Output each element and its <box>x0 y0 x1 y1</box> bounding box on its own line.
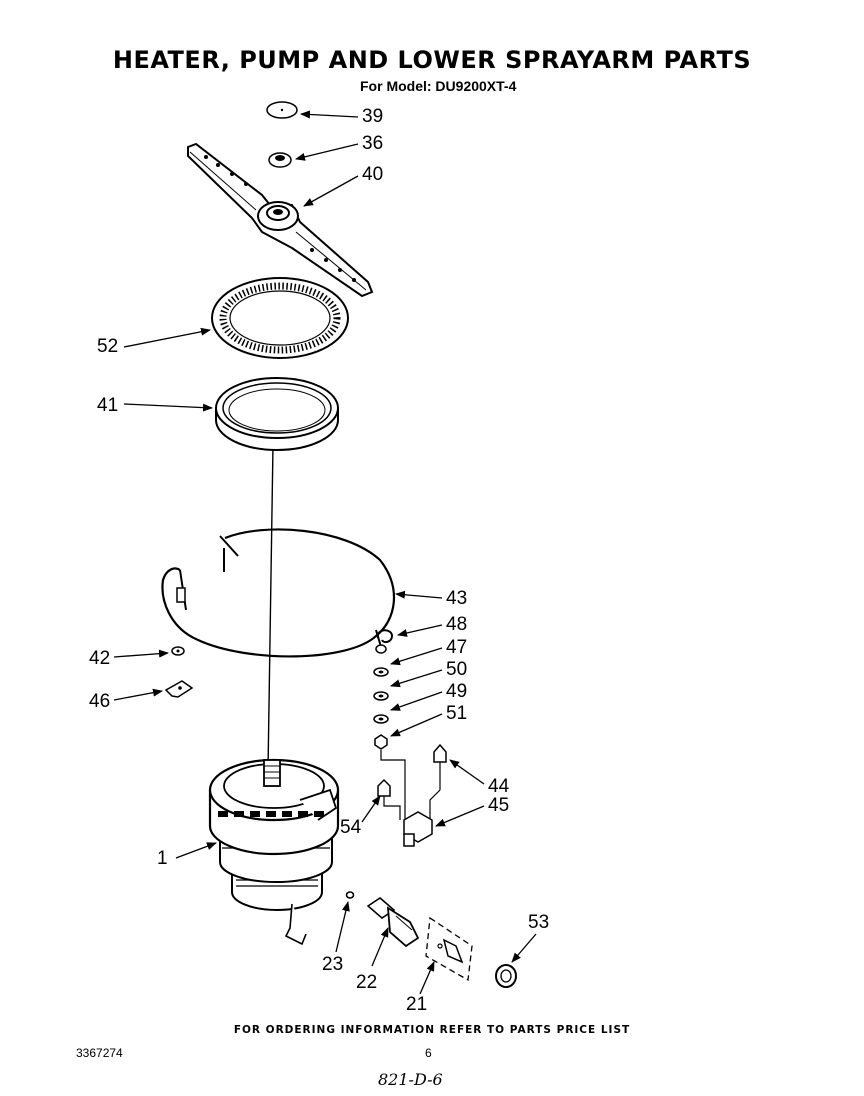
callout-39: 39 <box>362 106 384 127</box>
leader-line-51 <box>390 713 443 737</box>
leader-line-22 <box>371 927 389 967</box>
part-42-washer <box>171 646 185 656</box>
leader-line-1 <box>175 842 217 859</box>
callout-50: 50 <box>446 659 468 680</box>
part-44-fastener <box>429 743 447 822</box>
hardware-stack <box>373 629 406 820</box>
callout-36: 36 <box>362 133 384 154</box>
part-41-seal-ring <box>215 377 339 451</box>
part-53-clamp <box>495 964 517 988</box>
leader-line-23 <box>335 901 350 953</box>
assembly-center-line <box>267 444 274 771</box>
callout-41: 41 <box>97 395 119 416</box>
leader-line-52 <box>123 327 211 348</box>
part-21-bracket-kit <box>425 916 473 982</box>
leader-line-50 <box>390 669 443 688</box>
callout-53: 53 <box>528 912 550 933</box>
leader-line-36 <box>295 143 359 161</box>
callout-52: 52 <box>97 336 119 357</box>
callout-48: 48 <box>446 614 468 635</box>
leader-line-53 <box>511 933 537 963</box>
part-46-bracket <box>164 680 194 698</box>
part-22-sensor <box>366 896 420 948</box>
handwritten-code: 821-D-6 <box>378 1070 443 1089</box>
ordering-info-note: FOR ORDERING INFORMATION REFER TO PARTS … <box>233 1024 631 1036</box>
leader-line-21 <box>419 961 435 995</box>
model-subtitle: For Model: DU9200XT-4 <box>360 78 517 94</box>
callout-42: 42 <box>89 648 111 669</box>
callout-43: 43 <box>446 588 468 609</box>
callout-51: 51 <box>446 703 468 724</box>
leader-line-39 <box>300 110 359 119</box>
part-54-screw <box>377 778 401 820</box>
leader-line-42 <box>113 649 169 658</box>
part-1-pump-motor-assembly <box>208 758 340 946</box>
leader-line-45 <box>435 805 485 827</box>
page-number: 6 <box>425 1046 432 1060</box>
callout-23: 23 <box>322 954 344 975</box>
callout-44: 44 <box>488 776 510 797</box>
part-43-heating-element <box>161 528 395 658</box>
part-36-nut <box>268 152 292 168</box>
leader-line-46 <box>113 688 163 701</box>
callout-49: 49 <box>446 681 468 702</box>
callout-54: 54 <box>340 817 362 838</box>
leader-lines <box>113 110 537 995</box>
page-title: HEATER, PUMP AND LOWER SPRAYARM PARTS <box>112 46 752 74</box>
callout-1: 1 <box>157 848 168 869</box>
callout-22: 22 <box>356 972 378 993</box>
leader-line-49 <box>390 691 443 711</box>
leader-line-47 <box>390 647 443 666</box>
callout-40: 40 <box>362 164 384 185</box>
leader-line-44 <box>449 759 485 785</box>
part-52-filter-ring <box>211 277 349 359</box>
callout-45: 45 <box>488 795 510 816</box>
leader-line-41 <box>123 403 213 412</box>
leader-line-43 <box>395 590 443 599</box>
part-45-clip <box>403 811 433 847</box>
leader-line-40 <box>303 175 359 207</box>
leader-line-48 <box>397 624 443 637</box>
callout-47: 47 <box>446 637 468 658</box>
leader-line-54 <box>361 795 381 823</box>
part-39-cap <box>266 101 298 119</box>
callout-46: 46 <box>89 691 111 712</box>
callout-21: 21 <box>406 994 428 1015</box>
document-number: 3367274 <box>76 1046 123 1060</box>
part-40-sprayarm <box>187 142 374 298</box>
part-23-oring <box>345 891 355 899</box>
